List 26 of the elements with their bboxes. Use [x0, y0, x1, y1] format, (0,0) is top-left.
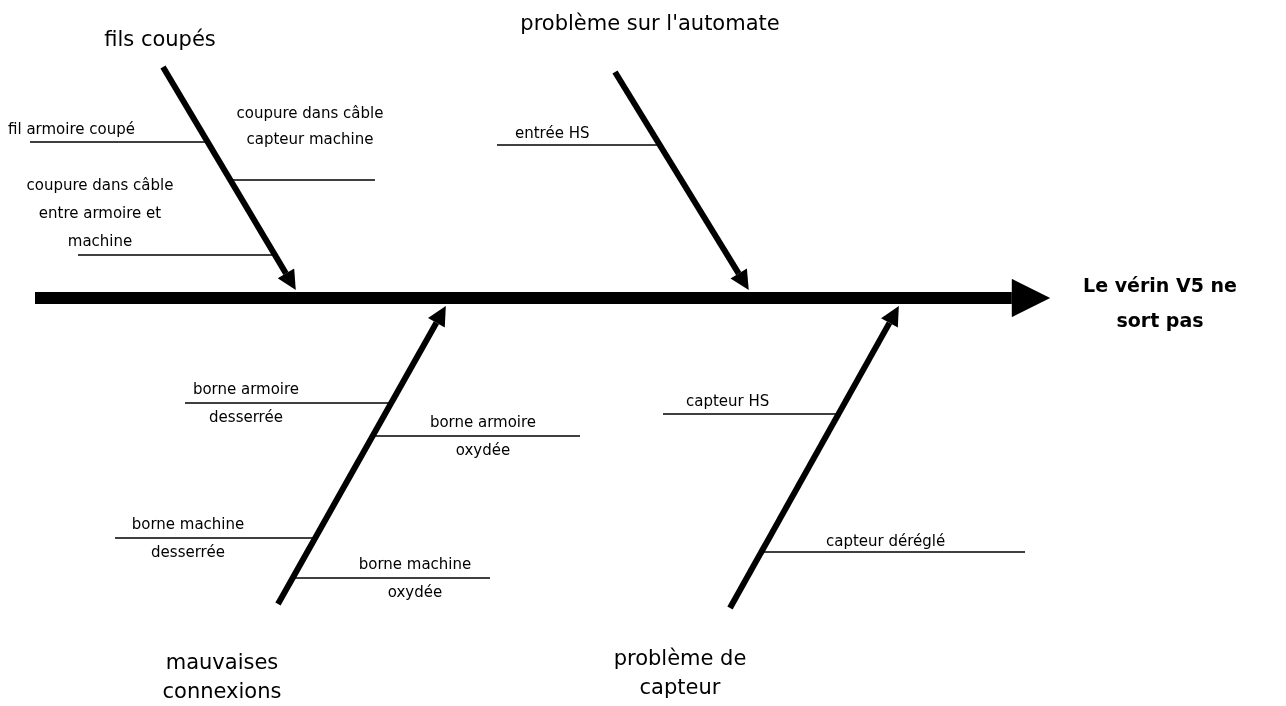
spine-arrow — [35, 278, 1051, 318]
cause-line — [761, 551, 1026, 553]
cause-label: fil armoire coupé — [8, 119, 136, 140]
category-label: mauvaises connexions — [161, 649, 283, 705]
cause-label: entrée HS — [515, 123, 591, 144]
cause-label: borne armoire desserrée — [191, 379, 301, 428]
cause-label: capteur déréglé — [826, 531, 947, 552]
cause-line — [496, 144, 659, 146]
cause-label: borne machine desserrée — [130, 514, 246, 563]
cause-label: coupure dans câble entre armoire et machine — [25, 175, 175, 252]
category-label: problème de capteur — [612, 645, 748, 701]
cause-line — [292, 577, 491, 579]
cause-label: borne machine oxydée — [357, 554, 473, 603]
bone-arrow — [612, 70, 749, 290]
bone-arrow — [275, 306, 446, 606]
cause-label: coupure dans câble capteur machine — [235, 103, 385, 150]
effect-label: Le vérin V5 ne sort pas — [1082, 273, 1238, 333]
bone-arrow — [160, 65, 296, 290]
category-label: fils coupés — [103, 26, 217, 53]
cause-line — [374, 435, 581, 437]
cause-line — [77, 254, 273, 256]
bone-arrow — [727, 306, 899, 610]
cause-label: borne armoire oxydée — [428, 412, 538, 461]
cause-label: capteur HS — [686, 391, 771, 412]
cause-line — [29, 141, 207, 143]
category-label: problème sur l'automate — [520, 10, 780, 37]
